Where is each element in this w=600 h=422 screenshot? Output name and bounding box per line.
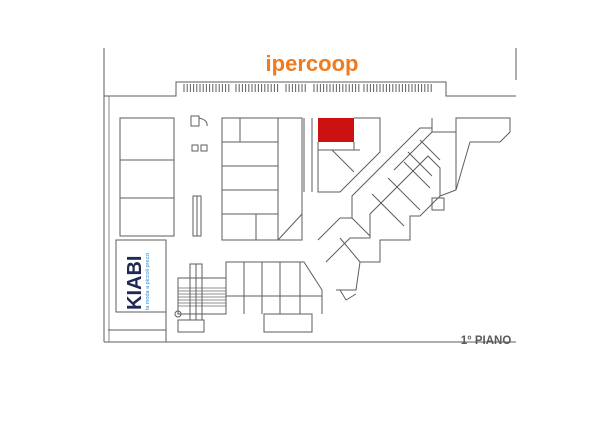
kiabi-logo: KIABI la moda a piccoli prezzi [124, 253, 151, 310]
left-block [108, 117, 175, 342]
highlighted-store[interactable] [318, 118, 354, 142]
escalator-icon [190, 115, 208, 127]
lower-central-stores [225, 261, 323, 333]
upper-right-stores [393, 117, 511, 211]
restroom-icon [191, 144, 208, 152]
corridor-columns [303, 118, 313, 192]
kiabi-tagline: la moda a piccoli prezzi [145, 253, 151, 310]
parking-hatch-strip [183, 84, 432, 92]
kiabi-name: KIABI [124, 256, 146, 310]
diagonal-gallery [317, 127, 441, 301]
upper-right-block [277, 117, 381, 241]
central-shop-block [221, 117, 303, 241]
outer-walls [103, 48, 517, 343]
stairs-area [174, 263, 227, 333]
floor-label: 1° PIANO [461, 335, 512, 347]
ipercoop-logo: ipercoop [266, 51, 359, 76]
